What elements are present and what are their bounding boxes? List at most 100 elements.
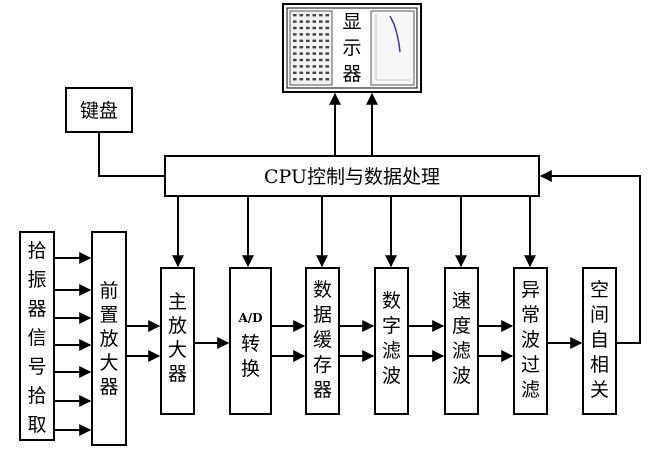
autocorrelation-box: 空 间 自 相 关 <box>582 267 617 415</box>
display-dot <box>319 78 323 81</box>
display-dot <box>319 14 323 17</box>
data-buffer-box: 数 据 缓 存 器 <box>305 267 340 415</box>
main-amp-char-0: 主 <box>168 291 187 313</box>
digital-filter-char-1: 字 <box>382 315 401 337</box>
ad-convert-box: A/D 转 换 <box>229 267 272 415</box>
display-dot <box>325 39 330 42</box>
display-dot <box>312 26 317 30</box>
display-dot <box>312 71 317 74</box>
display-dot <box>325 46 330 49</box>
anomaly-filter-char-4: 滤 <box>521 379 540 401</box>
display-dot <box>312 65 317 68</box>
display-dot <box>299 78 304 81</box>
display-dot <box>306 78 310 81</box>
anomaly-filter-char-0: 异 <box>521 279 540 301</box>
display-dot <box>293 78 297 81</box>
display-dot <box>312 58 317 62</box>
pickup-char-5: 拾 <box>27 385 46 407</box>
display-dot <box>312 33 317 36</box>
display-dot <box>319 71 323 74</box>
display-dot <box>325 78 330 81</box>
digital-filter-char-2: 滤 <box>382 340 401 362</box>
main-amp-char-3: 器 <box>168 363 187 385</box>
speed-filter-char-0: 速 <box>452 290 471 312</box>
display-dot <box>293 39 297 42</box>
display-screen-left <box>289 10 333 86</box>
display-dot <box>325 26 330 30</box>
display-dot <box>299 71 304 74</box>
display-dot <box>293 33 297 36</box>
display-dot <box>319 46 323 49</box>
display-dot <box>293 26 297 30</box>
pickup-char-2: 器 <box>27 298 46 320</box>
feedback-to-cpu-line <box>539 170 641 344</box>
data-buffer-char-2: 缓 <box>313 329 332 351</box>
display-dot <box>306 14 310 17</box>
display-dot <box>293 52 297 55</box>
display-dot <box>293 20 297 23</box>
cpu-box: CPU控制与数据处理 <box>164 155 540 197</box>
cpu-label: CPU控制与数据处理 <box>264 166 440 188</box>
display-dot <box>319 58 323 62</box>
display-char-0: 显 <box>342 11 361 33</box>
display-dot <box>299 46 304 49</box>
display-dot <box>299 33 304 36</box>
connections <box>54 92 641 436</box>
display-dot <box>319 65 323 68</box>
display-dot <box>306 26 310 30</box>
display-dot <box>306 33 310 36</box>
display-dot <box>325 65 330 68</box>
anomaly-filter-char-2: 波 <box>521 329 540 351</box>
display-dot <box>299 14 304 17</box>
display-char-2: 器 <box>342 63 361 85</box>
display-dot <box>306 20 310 23</box>
display-dot <box>312 46 317 49</box>
display-dot <box>299 20 304 23</box>
display-dot <box>325 20 330 23</box>
speed-filter-char-3: 波 <box>452 365 471 387</box>
pickup-box: 拾 振 器 信 号 拾 取 <box>19 231 55 441</box>
display-screen-right <box>370 10 415 86</box>
autocorrelation-char-1: 间 <box>590 304 609 326</box>
speed-filter-char-2: 滤 <box>452 340 471 362</box>
main-amp-char-2: 大 <box>168 339 187 361</box>
data-buffer-char-1: 据 <box>313 304 332 326</box>
display-dot <box>312 52 317 55</box>
display-dot <box>306 71 310 74</box>
keyboard-to-cpu-line <box>98 132 165 177</box>
main-amp-char-1: 放 <box>168 315 187 337</box>
digital-filter-char-0: 数 <box>382 290 401 312</box>
preamp-char-3: 大 <box>99 352 118 374</box>
ad-convert-header: A/D <box>237 311 262 325</box>
autocorrelation-char-0: 空 <box>590 279 609 301</box>
display-dot <box>319 26 323 30</box>
display-dot <box>325 58 330 62</box>
pickup-char-3: 信 <box>27 327 46 349</box>
display-dot <box>306 52 310 55</box>
pickup-char-6: 取 <box>27 414 46 436</box>
data-buffer-char-4: 器 <box>313 379 332 401</box>
pickup-char-0: 拾 <box>27 240 46 262</box>
preamp-char-2: 放 <box>99 328 118 350</box>
display-dot <box>293 65 297 68</box>
display-dot <box>306 58 310 62</box>
display-dot <box>319 52 323 55</box>
display-dot <box>325 14 330 17</box>
autocorrelation-char-3: 相 <box>590 354 609 376</box>
speed-filter-box: 速 度 滤 波 <box>444 267 479 415</box>
data-buffer-char-0: 数 <box>313 279 332 301</box>
anomaly-filter-box: 异 常 波 过 滤 <box>513 267 548 415</box>
display-dot <box>299 52 304 55</box>
display-dot <box>293 46 297 49</box>
display-dot <box>319 20 323 23</box>
display-dot <box>306 65 310 68</box>
display-dot <box>299 58 304 62</box>
anomaly-filter-char-3: 过 <box>521 354 540 376</box>
ad-convert-char-0: 转 <box>241 333 260 355</box>
display-dot <box>325 33 330 36</box>
display-dot <box>312 20 317 23</box>
display-dot <box>312 14 317 17</box>
display-dot <box>319 33 323 36</box>
display-dot <box>299 65 304 68</box>
